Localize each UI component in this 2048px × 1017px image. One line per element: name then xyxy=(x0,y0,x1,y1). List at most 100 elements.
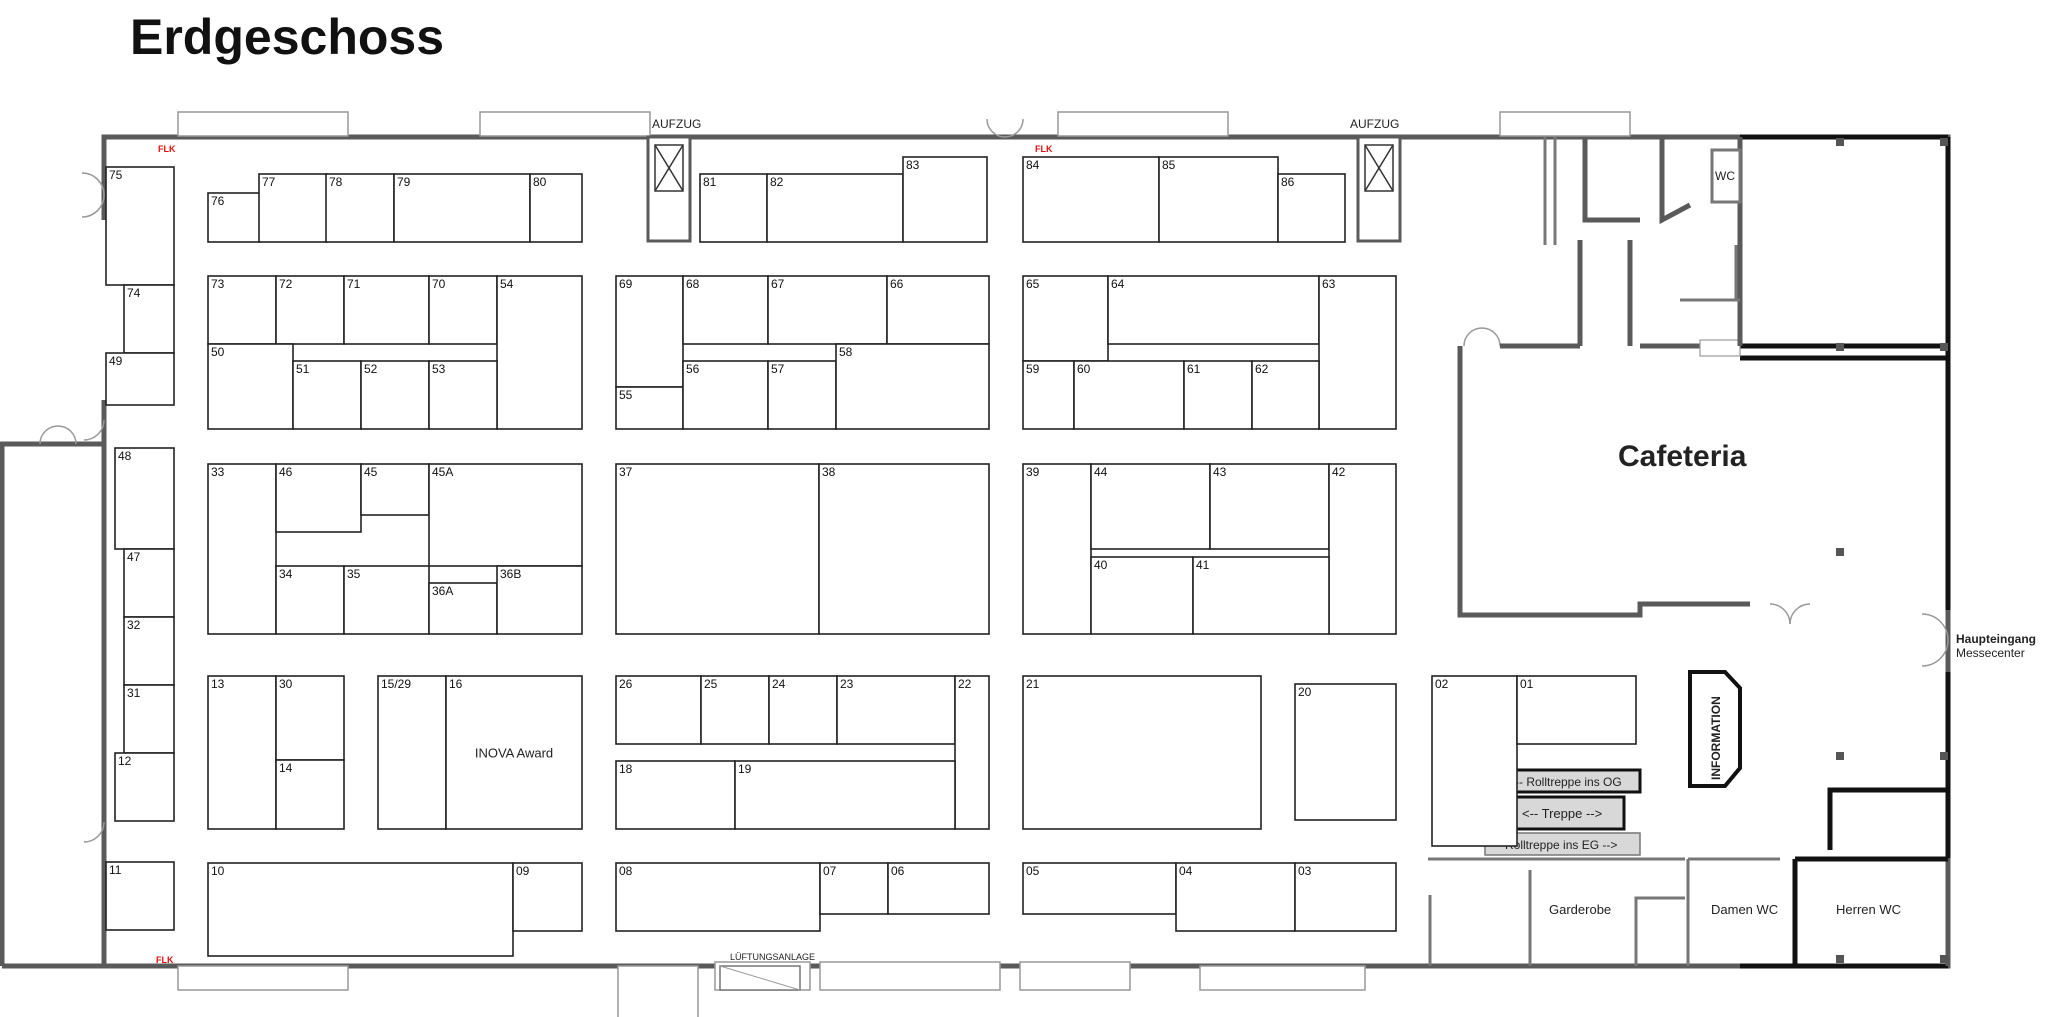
booth-75[interactable] xyxy=(105,166,175,286)
booth-number: 63 xyxy=(1322,277,1336,291)
booth-45[interactable] xyxy=(360,463,430,516)
booth-01[interactable] xyxy=(1516,675,1637,745)
booth-58[interactable] xyxy=(835,343,990,430)
booth-49[interactable] xyxy=(105,352,175,406)
booth-20[interactable] xyxy=(1294,683,1397,821)
booth-number: 22 xyxy=(958,677,972,691)
booth-09[interactable] xyxy=(512,862,583,932)
booth-number: 57 xyxy=(771,362,785,376)
booth-35[interactable] xyxy=(343,565,430,635)
booth-06[interactable] xyxy=(887,862,990,915)
booth-04[interactable] xyxy=(1175,862,1296,932)
booth-41[interactable] xyxy=(1192,556,1330,635)
booth-44[interactable] xyxy=(1090,463,1211,550)
booth-38[interactable] xyxy=(818,463,990,635)
booth-54[interactable] xyxy=(496,275,583,430)
booth-16[interactable] xyxy=(445,675,583,830)
booth-number: 24 xyxy=(772,677,786,691)
booth-08[interactable] xyxy=(615,862,821,932)
booth-25[interactable] xyxy=(700,675,770,745)
booth-80[interactable] xyxy=(529,173,583,243)
booth-56[interactable] xyxy=(682,360,769,430)
booth-66[interactable] xyxy=(886,275,990,345)
information-desk[interactable] xyxy=(1688,670,1742,788)
booth-39[interactable] xyxy=(1022,463,1092,635)
booth-36A[interactable] xyxy=(428,582,498,635)
booth-number: 77 xyxy=(262,175,276,189)
booth-number: 25 xyxy=(704,677,718,691)
booth-13[interactable] xyxy=(207,675,277,830)
booth-34[interactable] xyxy=(275,565,345,635)
booth-48[interactable] xyxy=(114,447,175,550)
booth-number: 67 xyxy=(771,277,785,291)
booth-number: 09 xyxy=(516,864,530,878)
booth-53[interactable] xyxy=(428,360,498,430)
booth-number: 10 xyxy=(211,864,225,878)
booth-79[interactable] xyxy=(393,173,531,243)
booth-number: 21 xyxy=(1026,677,1040,691)
booth-50[interactable] xyxy=(207,343,294,430)
booth-22[interactable] xyxy=(954,675,990,830)
booth-64[interactable] xyxy=(1107,275,1320,345)
booth-11[interactable] xyxy=(105,861,175,931)
booth-12[interactable] xyxy=(114,752,175,822)
booth-03[interactable] xyxy=(1294,862,1397,932)
booth-42[interactable] xyxy=(1328,463,1397,635)
booth-26[interactable] xyxy=(615,675,702,745)
booth-19[interactable] xyxy=(734,760,956,830)
booth-32[interactable] xyxy=(123,616,175,686)
booth-84[interactable] xyxy=(1022,156,1160,243)
booth-23[interactable] xyxy=(836,675,956,745)
booth-57[interactable] xyxy=(767,360,837,430)
booth-78[interactable] xyxy=(325,173,395,243)
booth-07[interactable] xyxy=(819,862,889,915)
booth-05[interactable] xyxy=(1022,862,1177,915)
booth-82[interactable] xyxy=(766,173,904,243)
booth-85[interactable] xyxy=(1158,156,1279,243)
booth-74[interactable] xyxy=(123,284,175,354)
booth-43[interactable] xyxy=(1209,463,1330,550)
booth-81[interactable] xyxy=(699,173,768,243)
booth-40[interactable] xyxy=(1090,556,1194,635)
booth-45A[interactable] xyxy=(428,463,583,567)
booth-37[interactable] xyxy=(615,463,820,635)
booth-number: 37 xyxy=(619,465,633,479)
booth-number: 78 xyxy=(329,175,343,189)
booth-61[interactable] xyxy=(1183,360,1253,430)
booth-46[interactable] xyxy=(275,463,362,533)
booth-67[interactable] xyxy=(767,275,888,345)
booth-68[interactable] xyxy=(682,275,769,345)
booth-70[interactable] xyxy=(428,275,498,345)
booth-21[interactable] xyxy=(1022,675,1262,830)
booth-55[interactable] xyxy=(615,386,684,430)
booth-18[interactable] xyxy=(615,760,736,830)
booth-51[interactable] xyxy=(292,360,362,430)
booth-15-29[interactable] xyxy=(377,675,447,830)
booth-number: 81 xyxy=(703,175,717,189)
booth-86[interactable] xyxy=(1277,173,1346,243)
booth-69[interactable] xyxy=(615,275,684,388)
booth-14[interactable] xyxy=(275,759,345,830)
booth-36B[interactable] xyxy=(496,565,583,635)
booth-number: 70 xyxy=(432,277,446,291)
booth-number: 26 xyxy=(619,677,633,691)
booth-59[interactable] xyxy=(1022,360,1075,430)
booth-76[interactable] xyxy=(207,192,261,243)
booth-63[interactable] xyxy=(1318,275,1397,430)
booth-02[interactable] xyxy=(1431,675,1518,847)
booth-83[interactable] xyxy=(902,156,988,243)
booth-52[interactable] xyxy=(360,360,430,430)
booth-10[interactable] xyxy=(207,862,514,957)
booth-72[interactable] xyxy=(275,275,345,345)
booth-33[interactable] xyxy=(207,463,277,635)
booth-60[interactable] xyxy=(1073,360,1185,430)
outer-walls xyxy=(0,134,1951,969)
floor-title: Erdgeschoss xyxy=(130,9,445,65)
booth-number: 35 xyxy=(347,567,361,581)
booth-number: 04 xyxy=(1179,864,1193,878)
booth-62[interactable] xyxy=(1251,360,1320,430)
booth-number: 61 xyxy=(1187,362,1201,376)
booth-31[interactable] xyxy=(123,684,175,754)
booth-number: 18 xyxy=(619,762,633,776)
stairs-label: <-- Treppe --> xyxy=(1522,806,1602,821)
